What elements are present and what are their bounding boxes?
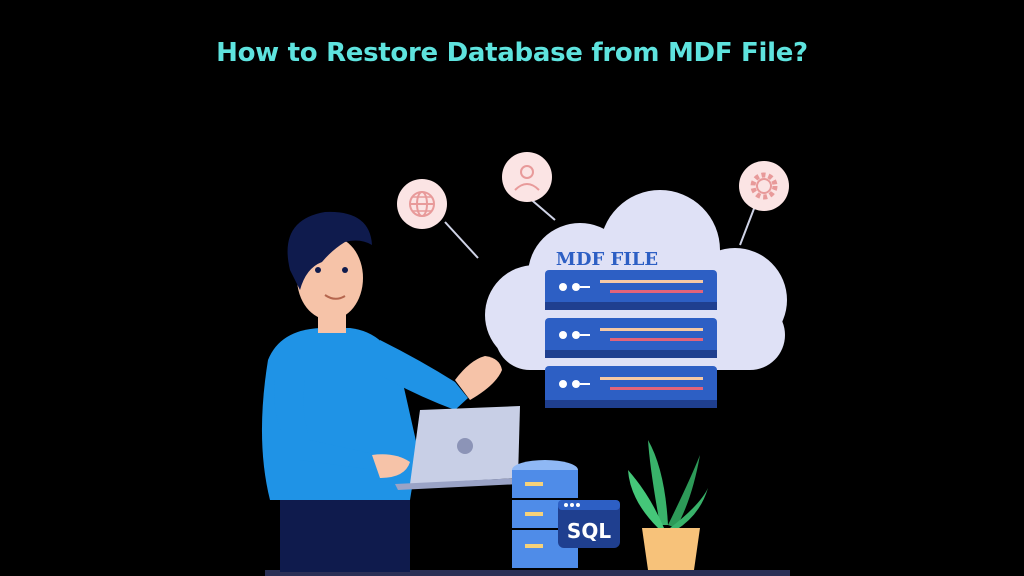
person-mouth bbox=[324, 294, 346, 300]
page-title: How to Restore Database from MDF File? bbox=[216, 38, 808, 68]
person-arm-left bbox=[274, 380, 378, 470]
person-hand-left bbox=[372, 454, 410, 478]
server-stack bbox=[545, 270, 717, 408]
potted-plant bbox=[628, 440, 708, 570]
plant-pot bbox=[642, 528, 700, 570]
person-hair bbox=[287, 211, 372, 290]
person-eye bbox=[315, 267, 321, 273]
floor-line bbox=[265, 570, 790, 576]
globe-icon bbox=[397, 179, 447, 229]
gear-icon bbox=[739, 161, 789, 211]
connector-line-globe bbox=[444, 221, 479, 259]
connector-line-gear bbox=[739, 205, 756, 246]
laptop bbox=[395, 406, 520, 490]
person-hand-raised bbox=[455, 356, 502, 400]
mdf-file-label: MDF FILE bbox=[556, 249, 658, 270]
server-unit-1 bbox=[545, 270, 717, 310]
server-unit-2 bbox=[545, 318, 717, 358]
person-arm-raised bbox=[380, 340, 468, 410]
person bbox=[261, 211, 502, 572]
user-icon bbox=[502, 152, 552, 202]
server-unit-3 bbox=[545, 366, 717, 408]
sql-badge: SQL bbox=[558, 500, 620, 548]
person-eye bbox=[342, 267, 348, 273]
sql-label: SQL bbox=[567, 519, 611, 543]
